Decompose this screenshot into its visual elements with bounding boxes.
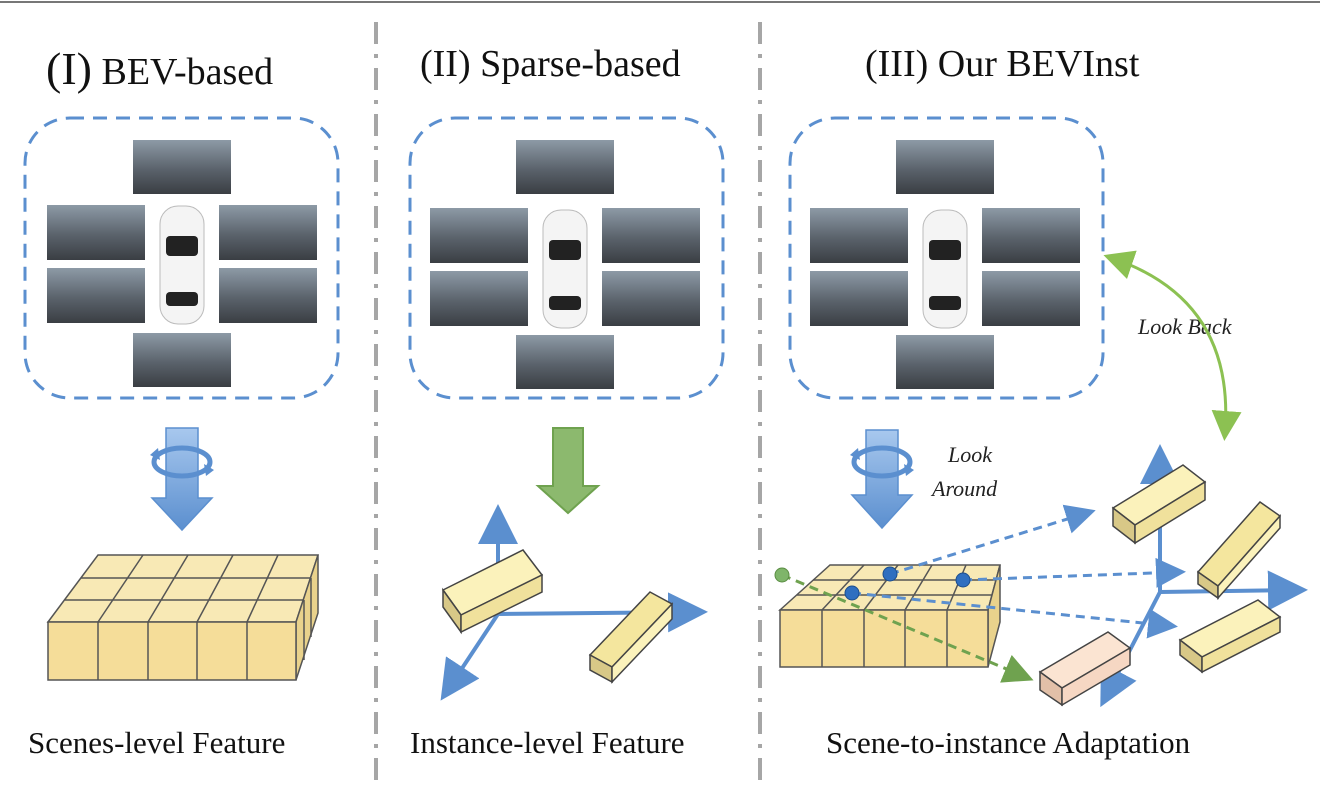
transform-arrow-bev	[150, 427, 214, 532]
feature-point-3	[844, 585, 860, 601]
camera-group-sparse	[408, 116, 725, 400]
caption-ours: Scene-to-instance Adaptation	[826, 725, 1191, 760]
instance-box-ours-query	[1038, 631, 1132, 707]
transform-arrow-ours	[850, 429, 914, 530]
bev-feature-grid	[46, 554, 320, 681]
look-around-arrows	[781, 504, 1186, 683]
instance-box-sparse-2	[588, 591, 674, 684]
look-back-arrow	[1103, 250, 1242, 441]
camera-group-ours	[788, 116, 1105, 400]
camera-image-front-left	[47, 205, 145, 260]
caption-bev: Scenes-level Feature	[28, 725, 286, 760]
instance-box-sparse-1	[441, 549, 544, 635]
camera-image-front	[133, 140, 231, 194]
panel-title-ours: (III) Our BEVInst	[865, 43, 1140, 85]
instance-box-ours-2	[1196, 501, 1282, 600]
camera-image-back-right	[219, 268, 317, 323]
look-around-label-line2: Around	[932, 476, 998, 501]
look-around-label-line1: Look	[948, 442, 992, 467]
camera-image-front-right	[219, 205, 317, 260]
panel-title-sparse: (II) Sparse-based	[420, 43, 681, 85]
feature-point-query	[774, 567, 790, 583]
ego-car-icon	[542, 209, 588, 329]
caption-sparse: Instance-level Feature	[410, 725, 685, 760]
ego-car-icon	[159, 205, 205, 325]
feature-point-1	[882, 566, 898, 582]
panel-title-bev: (I) BEV-based	[46, 43, 274, 94]
instance-box-ours-1	[1111, 464, 1207, 545]
transform-arrow-sparse	[535, 427, 601, 515]
camera-image-back	[133, 333, 231, 387]
instance-box-ours-3	[1178, 599, 1282, 674]
feature-point-2	[955, 572, 971, 588]
camera-image-back-left	[47, 268, 145, 323]
camera-group-bev	[23, 116, 340, 400]
ego-car-icon	[922, 209, 968, 329]
